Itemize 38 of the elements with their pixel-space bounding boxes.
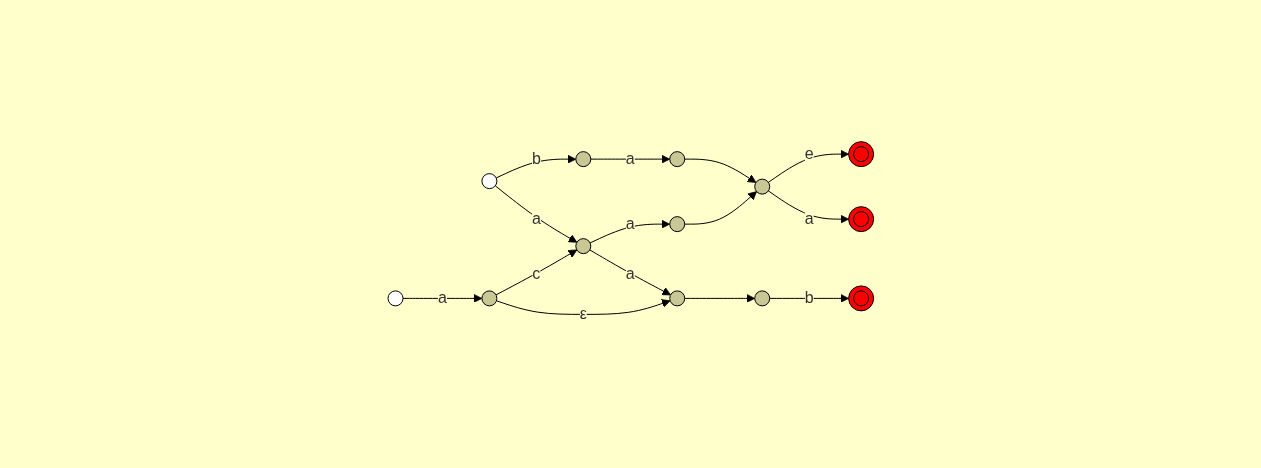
arrow bbox=[767, 190, 849, 224]
edge-label: b bbox=[804, 289, 814, 307]
node-circle bbox=[753, 290, 770, 307]
edge-label: ε bbox=[579, 305, 587, 323]
node-circle bbox=[668, 216, 685, 233]
edge-label: a bbox=[437, 289, 447, 307]
arrow bbox=[402, 294, 482, 303]
node-circle bbox=[753, 178, 770, 195]
arrow bbox=[495, 299, 671, 315]
arrow bbox=[683, 294, 755, 303]
edge-label: a bbox=[625, 150, 635, 168]
edge-label: a bbox=[804, 210, 814, 228]
arrow bbox=[683, 191, 757, 225]
arrow bbox=[683, 158, 756, 183]
arrow bbox=[767, 149, 849, 183]
node-circle bbox=[847, 285, 874, 312]
node-circle bbox=[575, 151, 591, 168]
arrow bbox=[768, 294, 849, 303]
edge-label: a bbox=[625, 215, 635, 233]
edge-label: c bbox=[532, 264, 541, 282]
arrow bbox=[588, 249, 671, 296]
node-circle bbox=[668, 290, 685, 307]
arrow bbox=[495, 249, 577, 296]
node-circle bbox=[847, 206, 874, 233]
arrow bbox=[494, 185, 577, 243]
edge-label: b bbox=[531, 150, 541, 168]
node-circle bbox=[481, 173, 498, 190]
arrow bbox=[590, 154, 670, 164]
edge-label: a bbox=[625, 264, 635, 282]
node-circle bbox=[668, 151, 685, 168]
edge-label: e bbox=[804, 145, 814, 163]
node-circle bbox=[847, 141, 874, 168]
arrow bbox=[589, 219, 670, 244]
edge-label: a bbox=[531, 209, 541, 227]
arrow bbox=[495, 154, 576, 179]
node-circle bbox=[575, 238, 591, 255]
node-circle bbox=[387, 290, 404, 307]
node-circle bbox=[481, 290, 498, 307]
